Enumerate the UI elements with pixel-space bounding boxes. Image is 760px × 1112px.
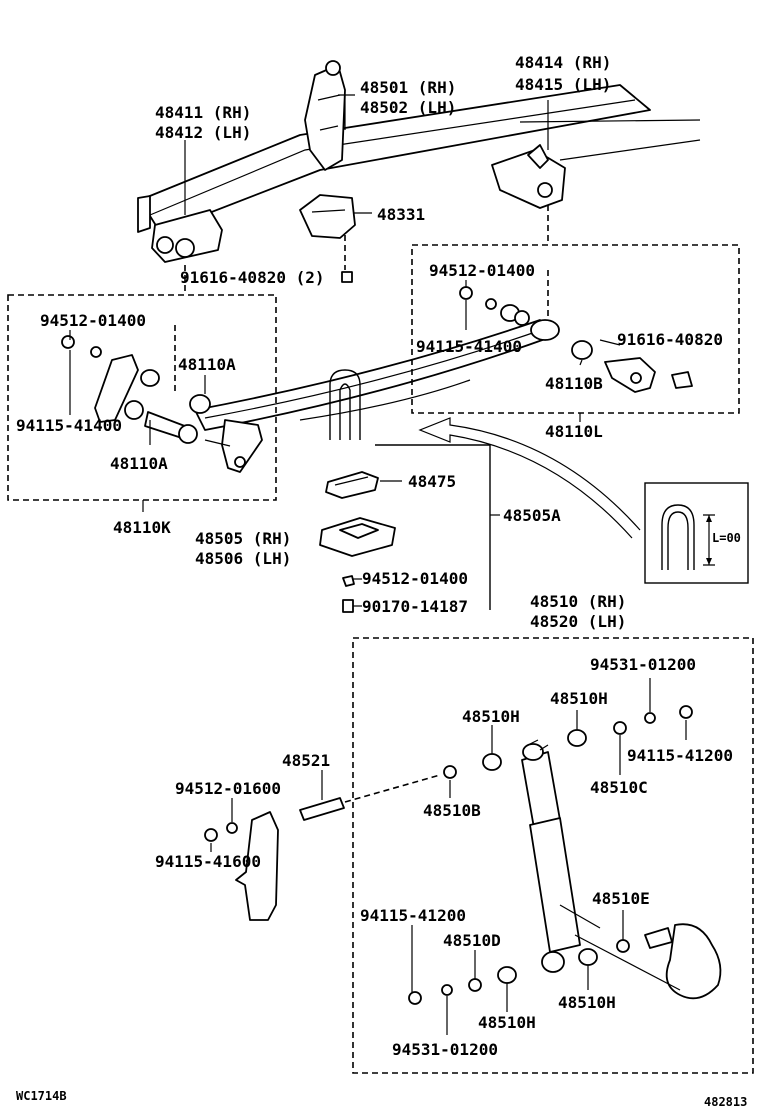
label-48412: 48412 (LH) (155, 123, 251, 142)
leader-lines (69, 94, 687, 1035)
label-94531-bot: 94531-01200 (392, 1040, 498, 1059)
label-48521: 48521 (282, 751, 330, 770)
label-48510: 48510 (RH) (530, 592, 626, 611)
label-48110b-top: 48110B (545, 374, 603, 393)
group-48110l-parts (459, 286, 693, 393)
group-48110k-box (7, 294, 277, 501)
label-48414: 48414 (RH) (515, 53, 611, 72)
label-90170: 90170-14187 (362, 597, 468, 616)
label-48510e: 48510E (592, 889, 650, 908)
label-48505a: 48505A (503, 506, 561, 525)
label-94115-41600: 94115-41600 (155, 852, 261, 871)
leader-48505a (375, 444, 491, 610)
label-48110l: 48110L (545, 422, 603, 441)
upper-stud (299, 774, 441, 821)
spring-seat-parts (319, 471, 396, 613)
group-48110l-box (411, 244, 740, 414)
arrow-outline (418, 417, 641, 539)
label-94512-right: 94512-01400 (429, 261, 535, 280)
shock-bushings (408, 705, 693, 1005)
label-48510h-c: 48510H (558, 993, 616, 1012)
group-48110k-parts (61, 335, 263, 473)
label-48510h-a: 48510H (550, 689, 608, 708)
bumper-bolt (341, 271, 353, 283)
label-94531-top: 94531-01200 (590, 655, 696, 674)
shock-absorber (521, 739, 581, 973)
upper-bracket (204, 811, 279, 921)
footer-code-left: WC1714B (16, 1089, 67, 1103)
label-48110a-top: 48110A (178, 355, 236, 374)
u-bolt-detail (644, 482, 749, 584)
label-48510c: 48510C (590, 778, 648, 797)
lower-mount (559, 904, 722, 1000)
label-48510h-d: 48510H (478, 1013, 536, 1032)
label-94512-left: 94512-01400 (40, 311, 146, 330)
label-91616-right: 91616-40820 (617, 330, 723, 349)
label-94512-01600: 94512-01600 (175, 779, 281, 798)
hanger-bracket (304, 60, 346, 171)
label-48502: 48502 (LH) (360, 98, 456, 117)
footer-code-right: 482813 (704, 1095, 747, 1109)
label-48501: 48501 (RH) (360, 78, 456, 97)
label-94115-41200-b: 94115-41200 (360, 906, 466, 925)
label-ubolt-dim: L=00 (712, 531, 741, 545)
u-bolt (329, 369, 361, 440)
leaf-spring (194, 319, 560, 431)
label-48505: 48505 (RH) (195, 529, 291, 548)
label-48110k: 48110K (113, 518, 171, 537)
label-48506: 48506 (LH) (195, 549, 291, 568)
front-spring-hanger (151, 209, 223, 263)
label-94115-left: 94115-41400 (16, 416, 122, 435)
label-48110a-bottom: 48110A (110, 454, 168, 473)
group-48510-box (352, 637, 754, 1074)
label-48411: 48411 (RH) (155, 103, 251, 122)
label-48415: 48415 (LH) (515, 75, 611, 94)
label-48510b-bot: 48510B (423, 801, 481, 820)
spring-bumper (299, 194, 356, 239)
rear-spring-hanger (491, 144, 566, 209)
part-labels: 48411 (RH) 48412 (LH) 48501 (RH) 48502 (… (16, 53, 747, 1109)
label-48510h-b: 48510H (462, 707, 520, 726)
label-48510d: 48510D (443, 931, 501, 950)
label-94512-mid: 94512-01400 (362, 569, 468, 588)
label-91616-2: 91616-40820 (2) (180, 268, 325, 287)
label-48520: 48520 (LH) (530, 612, 626, 631)
label-94115-right: 94115-41400 (416, 337, 522, 356)
label-48331: 48331 (377, 205, 425, 224)
label-48475: 48475 (408, 472, 456, 491)
label-94115-41200-a: 94115-41200 (627, 746, 733, 765)
